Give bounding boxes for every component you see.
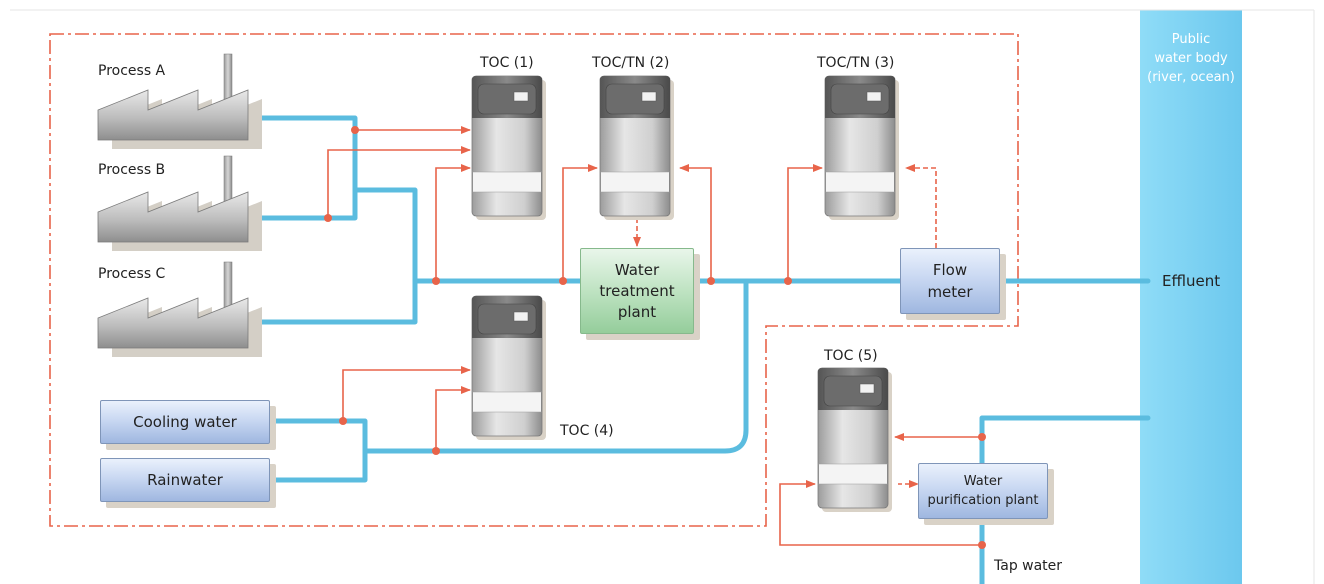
rainwater-label: Rainwater xyxy=(147,471,223,489)
toc-1-label: TOC (1) xyxy=(480,55,534,71)
purification-line2: purification plant xyxy=(927,493,1039,508)
public-water-body-band xyxy=(1140,10,1242,584)
toc-analyzer-icon xyxy=(599,75,674,220)
treatment-line1: Water xyxy=(614,260,660,279)
cooling-water-label: Cooling water xyxy=(133,413,237,431)
toc-4-label: TOC (4) xyxy=(560,423,614,439)
process-c-label: Process C xyxy=(98,266,166,282)
toc-analyzer-icon xyxy=(824,75,899,220)
toc-5-label: TOC (5) xyxy=(824,348,878,364)
flow-meter-box: Flow meter xyxy=(900,248,1000,314)
purification-line1: Water xyxy=(963,474,1003,489)
flow-meter-line1: Flow xyxy=(932,261,968,279)
pipes xyxy=(242,115,1151,584)
treatment-line2: treatment xyxy=(599,281,675,300)
process-a-label: Process A xyxy=(98,63,166,79)
rainwater-box: Rainwater xyxy=(100,458,270,502)
sample-lines xyxy=(327,126,982,546)
toc-analyzer-icon xyxy=(471,295,546,440)
factory-icon xyxy=(97,155,262,251)
tap-water-label: Tap water xyxy=(994,558,1063,574)
plant-boundary xyxy=(49,33,1019,527)
cooling-water-box: Cooling water xyxy=(100,400,270,444)
factory-icon xyxy=(97,261,262,357)
public-water-body-line1: Public xyxy=(1171,32,1211,47)
toc-tn-3-label: TOC/TN (3) xyxy=(817,55,895,71)
toc-analyzer-icon xyxy=(471,75,546,220)
junction-dots xyxy=(324,126,986,549)
factory-icon xyxy=(97,53,262,149)
public-water-body-line3: (river, ocean) xyxy=(1147,70,1235,85)
toc-tn-2-label: TOC/TN (2) xyxy=(592,55,670,71)
flow-meter-line2: meter xyxy=(927,283,973,301)
toc-analyzer-icon xyxy=(817,367,892,512)
effluent-label: Effluent xyxy=(1162,272,1221,290)
public-water-body-line2: water body xyxy=(1154,51,1228,66)
water-treatment-plant-box: Water treatment plant xyxy=(580,248,694,334)
process-b-label: Process B xyxy=(98,162,166,178)
water-purification-plant-box: Water purification plant xyxy=(918,463,1048,519)
treatment-line3: plant xyxy=(617,302,657,321)
public-water-body-label: Public water body (river, ocean) xyxy=(1140,30,1242,87)
